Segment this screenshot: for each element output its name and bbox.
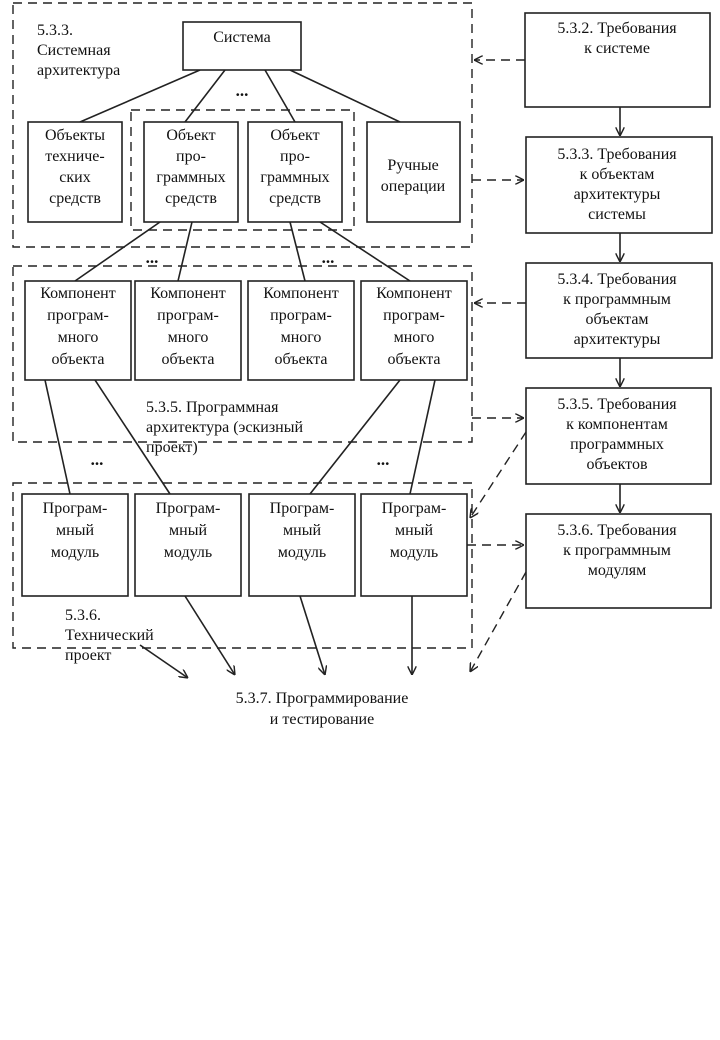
module-box-1 xyxy=(21,493,129,597)
ellipsis-low-right: ... xyxy=(377,450,390,469)
component-box-2 xyxy=(134,280,242,381)
module-box-2 xyxy=(134,493,242,597)
req-533-box xyxy=(525,136,713,234)
req-534-box xyxy=(525,262,713,359)
component-box-1 xyxy=(24,280,132,381)
software-architecture-region xyxy=(12,265,473,443)
manual-operations-box xyxy=(366,121,461,223)
component-box-3 xyxy=(247,280,355,381)
req-535-box xyxy=(525,387,712,485)
module-box-3 xyxy=(248,493,356,597)
hardware-objects-box xyxy=(27,121,123,223)
technical-design-region xyxy=(12,482,473,649)
dashed-arrows xyxy=(467,60,527,672)
system-box xyxy=(182,21,302,71)
system-label: Система xyxy=(213,29,271,46)
system-architecture-region xyxy=(12,2,473,248)
ellipsis-top: ... xyxy=(236,81,249,100)
ellipsis-low-left: ... xyxy=(91,450,104,469)
connector-lines xyxy=(44,69,436,495)
solid-arrows xyxy=(139,107,620,678)
module-box-4 xyxy=(360,493,468,597)
component-box-4 xyxy=(360,280,468,381)
ellipsis-mid-right: ... xyxy=(322,248,335,267)
req-536-box xyxy=(525,513,712,609)
ellipsis-mid-left: ... xyxy=(146,248,159,267)
software-object-box-2 xyxy=(247,121,343,223)
software-objects-group xyxy=(130,109,355,231)
software-object-box-1 xyxy=(143,121,239,223)
